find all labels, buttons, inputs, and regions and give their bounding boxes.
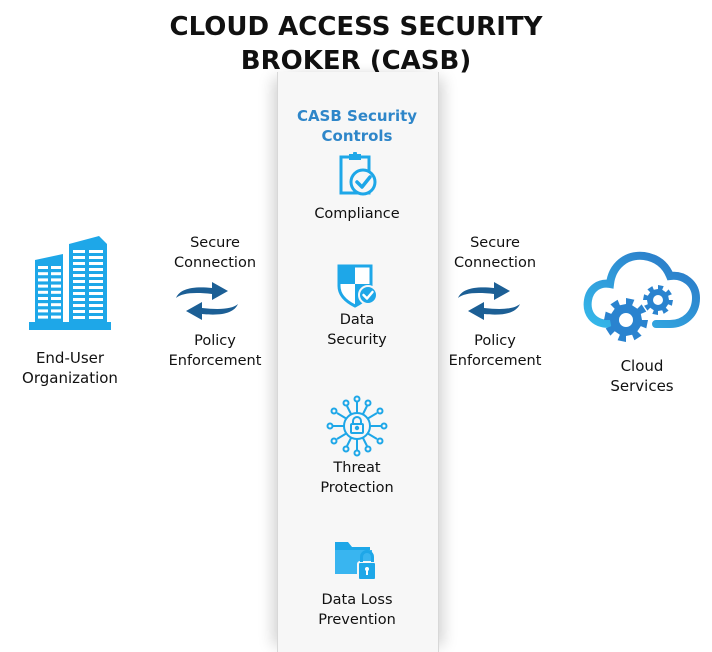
bidirectional-arrows-icon — [176, 282, 238, 320]
window — [73, 298, 85, 301]
window — [38, 290, 48, 294]
right-policy-enforcement-label: Policy Enforcement — [430, 331, 560, 371]
window — [73, 310, 85, 313]
window — [73, 256, 85, 259]
window — [89, 250, 103, 253]
control-label-line-2: Prevention — [318, 612, 396, 628]
control-label-line-2: Security — [327, 332, 387, 348]
window — [89, 316, 103, 319]
panel-title-line-2: Controls — [321, 127, 393, 145]
window — [89, 280, 103, 283]
window — [89, 304, 103, 307]
endpoint-label-line-1: End-User — [35, 349, 105, 367]
window — [89, 274, 103, 277]
window — [89, 286, 103, 289]
window — [89, 298, 103, 301]
diagram-title: CLOUD ACCESS SECURITY BROKER (CASB) — [0, 10, 712, 78]
cloud-services: Cloud Services — [572, 242, 712, 396]
label-line-1: Policy — [474, 333, 516, 349]
window — [73, 274, 85, 277]
window — [73, 292, 85, 295]
window — [38, 309, 48, 313]
gear-hole — [653, 295, 663, 305]
window — [51, 290, 61, 294]
panel-title-line-1: CASB Security — [296, 107, 418, 125]
window — [73, 262, 85, 265]
endpoint-label-line-1: Cloud — [620, 357, 664, 375]
circuit-lock-icon — [326, 395, 388, 457]
window — [89, 268, 103, 271]
window — [51, 272, 61, 276]
right-secure-connection-label: Secure Connection — [430, 233, 560, 273]
bidirectional-arrows-icon — [458, 282, 520, 320]
control-threat-protection: Threat Protection — [277, 394, 437, 498]
window — [73, 304, 85, 307]
window — [51, 278, 61, 282]
window — [89, 310, 103, 313]
control-label-line-1: Data Loss — [321, 592, 393, 608]
window — [51, 284, 61, 288]
endpoint-label-line-2: Organization — [22, 369, 118, 387]
label-line-1: Policy — [194, 333, 236, 349]
window — [89, 262, 103, 265]
window — [89, 292, 103, 295]
window — [38, 315, 48, 319]
folder-lock-icon — [335, 542, 377, 581]
clipboard-check-icon — [339, 152, 377, 196]
left-secure-connection-label: Secure Connection — [150, 233, 280, 273]
label-line-2: Enforcement — [168, 353, 262, 369]
window — [89, 256, 103, 259]
window — [73, 250, 85, 253]
gear-hole — [619, 313, 633, 327]
cloud-gears-icon — [583, 251, 701, 342]
control-data-security: Data Security — [277, 262, 437, 350]
label-line-1: Secure — [190, 235, 240, 251]
control-data-loss-prevention: Data Loss Prevention — [277, 538, 437, 630]
panel-title: CASB Security Controls — [277, 106, 437, 146]
window — [51, 297, 61, 300]
shield-check-icon — [337, 264, 378, 308]
endpoint-label-line-2: Services — [610, 377, 674, 395]
control-label-line-2: Protection — [320, 480, 394, 496]
window — [38, 284, 48, 288]
office-buildings-icon — [29, 236, 111, 330]
window — [51, 315, 61, 319]
window — [73, 286, 85, 289]
window — [38, 266, 48, 269]
window — [38, 297, 48, 300]
control-label: Compliance — [314, 206, 400, 222]
label-line-2: Connection — [453, 255, 537, 271]
window — [51, 303, 61, 307]
window — [51, 309, 61, 313]
control-label-line-1: Data — [339, 312, 375, 328]
window — [38, 303, 48, 307]
control-compliance: Compliance — [277, 152, 437, 224]
label-line-1: Secure — [470, 235, 520, 251]
left-policy-enforcement-label: Policy Enforcement — [150, 331, 280, 371]
control-label-line-1: Threat — [333, 460, 381, 476]
window — [73, 268, 85, 271]
window — [38, 272, 48, 276]
label-line-2: Enforcement — [448, 353, 542, 369]
end-user-organization: End-User Organization — [0, 234, 140, 388]
window — [38, 278, 48, 282]
window — [73, 316, 85, 319]
window — [51, 266, 61, 269]
window — [73, 280, 85, 283]
title-line-2: BROKER (CASB) — [240, 46, 472, 76]
title-line-1: CLOUD ACCESS SECURITY — [169, 12, 543, 42]
label-line-2: Connection — [173, 255, 257, 271]
